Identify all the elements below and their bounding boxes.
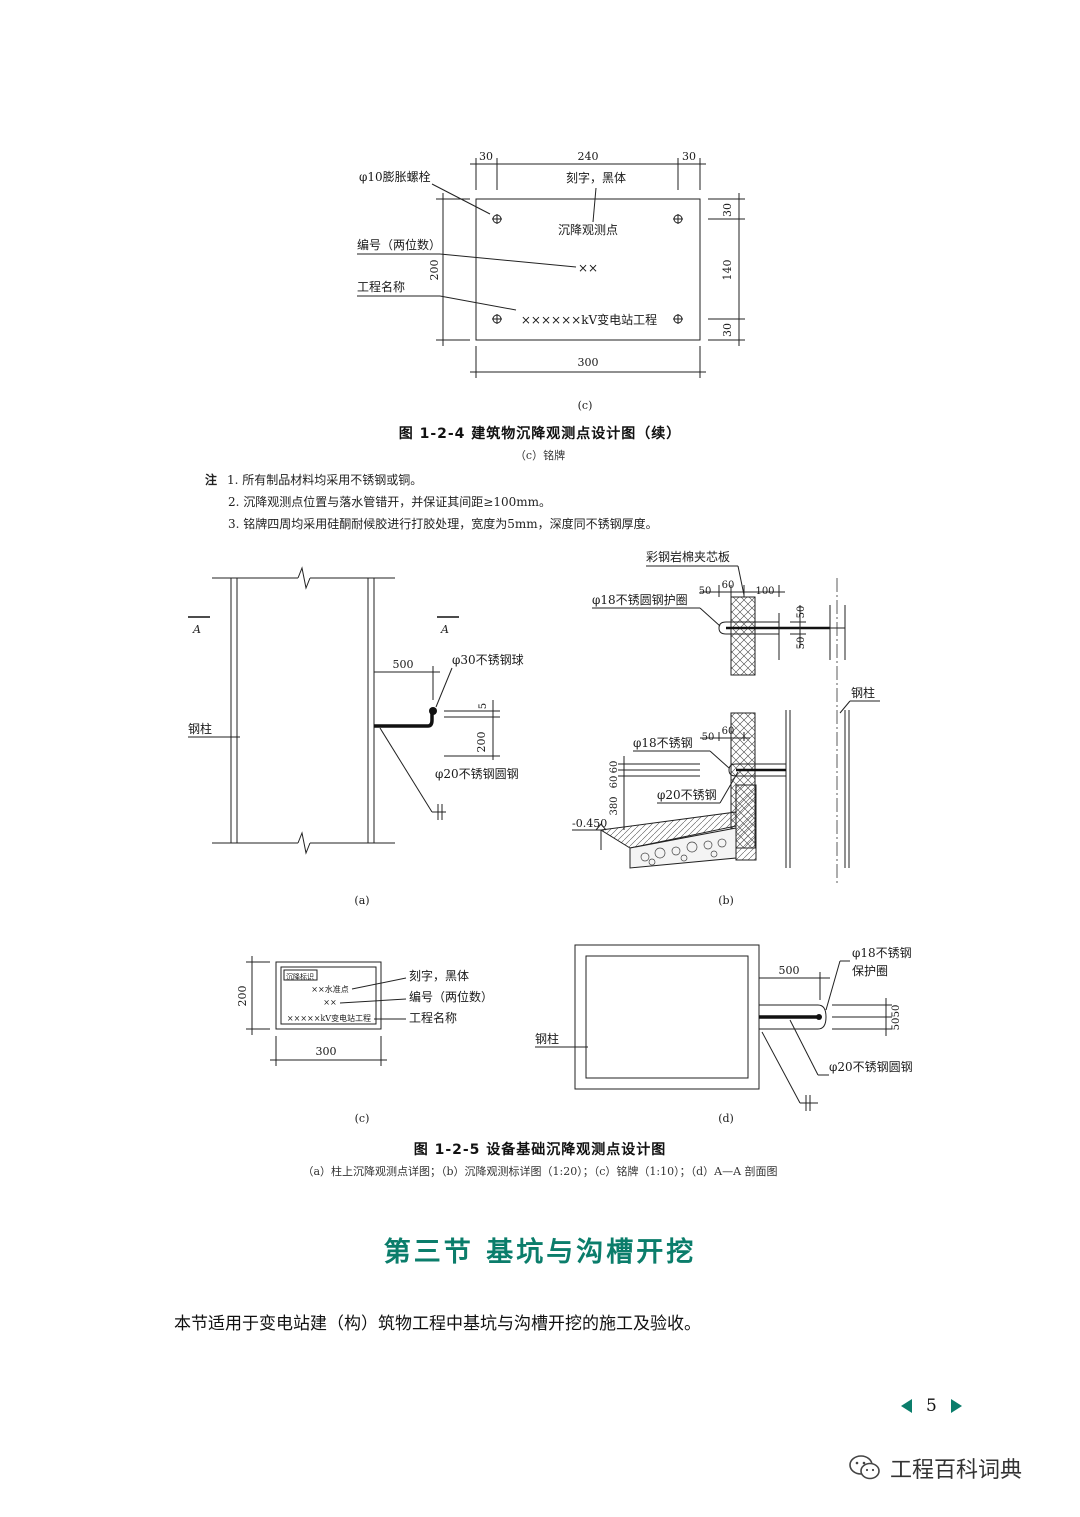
plate-c-line3: ×××××kV变电站工程 <box>287 1013 371 1023</box>
dim-left: 200 <box>428 260 441 281</box>
dim-d-50b: 50 <box>891 1018 902 1031</box>
dim-bottom: 300 <box>578 356 599 369</box>
nameplate-c-outer <box>275 961 382 1030</box>
dim-5: 5 <box>478 703 489 709</box>
label-column: 钢柱 <box>188 721 212 736</box>
column-section-inner <box>585 955 749 1079</box>
dim-500: 500 <box>393 658 414 671</box>
dim-c-200: 200 <box>236 986 249 1007</box>
fig125c-label: (c) <box>355 1112 370 1125</box>
note-item-2: 2. 沉降观测点位置与落水管错开，并保证其间距≥100mm。 <box>228 495 551 509</box>
fig124-title: 图 1-2-4 建筑物沉降观测点设计图（续） <box>398 426 682 442</box>
pager: 5 <box>901 1396 962 1416</box>
plate-code: ×× <box>578 261 598 275</box>
label-panel: 彩钢岩棉夹芯板 <box>646 549 730 564</box>
dim-top-mid: 240 <box>578 150 599 163</box>
label-d-ring2: 保护圈 <box>852 964 888 978</box>
label-d-ring: φ18不锈钢 <box>852 946 912 960</box>
dim-right-bot: 30 <box>721 323 734 337</box>
label-project: 工程名称 <box>357 279 405 294</box>
dim-right-top: 30 <box>721 203 734 217</box>
fig125-title: 图 1-2-5 设备基础沉降观测点设计图 <box>413 1142 667 1158</box>
dim-top-right: 30 <box>682 150 696 163</box>
dim-200: 200 <box>475 732 488 753</box>
next-page-icon[interactable] <box>950 1399 962 1413</box>
plate-c-line2: ×× <box>323 998 336 1007</box>
label-bolt: φ10膨胀螺栓 <box>359 169 431 184</box>
dim-60b: 60 <box>609 776 620 789</box>
section-body: 本节适用于变电站建（构）筑物工程中基坑与沟槽开挖的施工及验收。 <box>174 1314 701 1334</box>
fig125b-label: (b) <box>718 894 734 907</box>
notes-prefix: 注 <box>205 473 218 487</box>
dim-50: 50 <box>699 586 712 597</box>
dim-c-300: 300 <box>316 1045 337 1058</box>
prev-page-icon[interactable] <box>901 1399 912 1413</box>
label-ball: φ30不锈钢球 <box>452 653 524 667</box>
label-bar: φ20不锈钢圆钢 <box>435 767 519 781</box>
watermark-text: 工程百科词典 <box>890 1458 1023 1483</box>
section-mark-left: A <box>192 623 201 636</box>
fig125a-label: (a) <box>354 894 369 907</box>
column-section-outer <box>574 944 760 1090</box>
page-number: 5 <box>926 1396 937 1416</box>
plate-c-tag: 沉降标识 <box>286 972 314 981</box>
fig125-subtitle: （a）柱上沉降观测点详图；（b）沉降观测标详图（1:20）；（c）铭牌（1:10… <box>302 1165 778 1178</box>
watermark: 工程百科词典 <box>848 1452 1022 1484</box>
dim-380: 380 <box>609 796 620 815</box>
fig125d-label: (d) <box>718 1112 734 1125</box>
note-item-3: 3. 铭牌四周均采用硅酮耐候胶进行打胶处理，宽度为5mm，深度同不锈钢厚度。 <box>228 517 658 531</box>
dim-top-left: 30 <box>479 150 493 163</box>
section-title: 第三节 基坑与沟槽开挖 <box>383 1237 697 1268</box>
steel-bar <box>374 712 434 728</box>
note-item-1: 1. 所有制品材料均采用不锈钢或铜。 <box>227 473 423 487</box>
nameplate-outline <box>475 198 701 341</box>
label-engrave: 刻字，黑体 <box>566 170 626 185</box>
bolt-hole-icon <box>492 214 683 324</box>
ring-section <box>728 763 786 777</box>
label-bar-b: φ20不锈钢 <box>657 788 717 802</box>
wechat-icon <box>849 1455 880 1480</box>
steel-ball-icon <box>429 707 437 715</box>
dim-right-mid: 140 <box>721 260 734 281</box>
dim-100: 100 <box>755 586 774 597</box>
label-c-engrave: 刻字，黑体 <box>409 968 469 983</box>
panel-top <box>730 596 756 676</box>
label-d-bar: φ20不锈钢圆钢 <box>829 1060 913 1074</box>
notes-block: 注 1. 所有制品材料均采用不锈钢或铜。 2. 沉降观测点位置与落水管错开，并保证… <box>205 469 658 535</box>
dim-d-50a: 50 <box>891 1005 902 1018</box>
plate-title: 沉降观测点 <box>558 223 618 237</box>
ring-d <box>759 1004 827 1030</box>
fig124-subtitle: （c）铭牌 <box>514 449 566 462</box>
label-ring-bot: φ18不锈钢 <box>633 736 693 750</box>
section-mark-right: A <box>440 623 449 636</box>
label-ring-top: φ18不锈圆钢护圈 <box>592 593 688 607</box>
dim-d-500: 500 <box>779 964 800 977</box>
dim-60a: 60 <box>609 761 620 774</box>
plate-project: ××××××kV变电站工程 <box>521 312 657 327</box>
nameplate-c-inner <box>280 966 377 1025</box>
fig124-sub-label: (c) <box>578 399 593 412</box>
grade-slab <box>599 811 737 849</box>
dim-v50b: 50 <box>796 637 807 650</box>
plate-c-line1: ××水准点 <box>311 984 348 994</box>
dim-b-50: 50 <box>702 732 715 743</box>
dim-v50a: 50 <box>796 606 807 619</box>
dim-b-60: 60 <box>722 726 735 737</box>
label-column-b: 钢柱 <box>851 685 875 700</box>
label-c-project: 工程名称 <box>409 1010 457 1025</box>
label-d-column: 钢柱 <box>535 1031 559 1046</box>
label-c-number: 编号（两位数） <box>409 989 493 1004</box>
label-number: 编号（两位数） <box>357 237 441 252</box>
dim-60: 60 <box>722 580 735 591</box>
ring-plan <box>718 621 779 635</box>
